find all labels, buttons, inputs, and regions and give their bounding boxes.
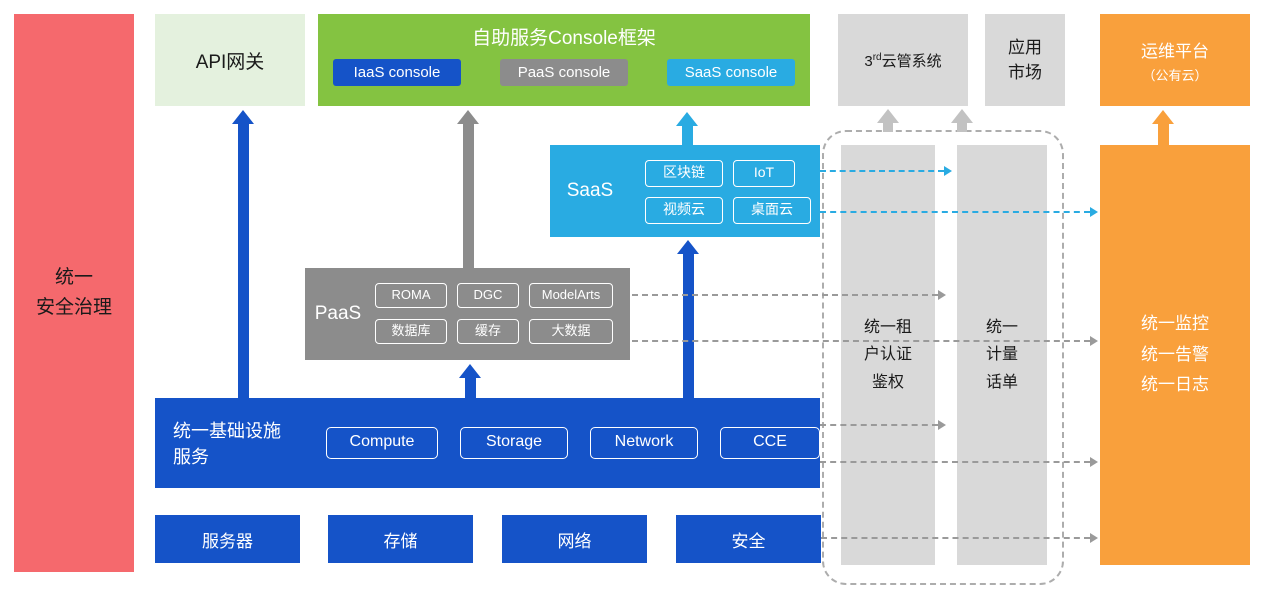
auth-bar-label: 统一租 户认证 鉴权 xyxy=(863,319,912,391)
dash-hw-to-monitor xyxy=(821,537,1090,539)
saas-label: SaaS xyxy=(566,180,614,201)
arrow-saas-to-console-shaft xyxy=(682,125,693,145)
console-framework-box: 自助服务Console框架 IaaS console PaaS console … xyxy=(318,14,810,106)
security-governance-bar: 统一 安全治理 xyxy=(14,14,134,572)
monitor-box: 统一监控 统一告警 统一日志 xyxy=(1100,145,1250,565)
console-items-row: IaaS console PaaS console SaaS console xyxy=(318,59,810,86)
arrow-monitor-to-om-head xyxy=(1152,110,1174,124)
api-gateway-label: API网关 xyxy=(195,51,265,73)
paas-chip-bigdata: 大数据 xyxy=(529,319,613,344)
saas-box: SaaS 区块链 IoT 视频云 桌面云 xyxy=(550,145,820,237)
saas-chip-video-cloud: 视频云 xyxy=(645,197,723,224)
infrastructure-box: 统一基础设施服务 Compute Storage Network CCE xyxy=(155,398,820,488)
metering-bar-label: 统一 计量 话单 xyxy=(985,319,1018,391)
saas-chip-desktop-cloud: 桌面云 xyxy=(733,197,811,224)
paas-chip-database: 数据库 xyxy=(375,319,447,344)
dash-paas-to-monitor-arrow xyxy=(1090,336,1098,346)
arrow-infra-to-api-shaft xyxy=(238,123,249,398)
hw-storage-box: 存储 xyxy=(328,515,473,563)
paas-box: PaaS ROMA DGC ModelArts 数据库 缓存 大数据 xyxy=(305,268,630,360)
hw-network-box: 网络 xyxy=(502,515,647,563)
dash-infra-to-monitor-arrow xyxy=(1090,457,1098,467)
dash-saas-to-monitor xyxy=(820,211,1090,213)
om-platform-box: 运维平台 （公有云） xyxy=(1100,14,1250,106)
security-governance-label: 统一 安全治理 xyxy=(35,266,112,318)
infra-chip-cce: CCE xyxy=(720,427,820,459)
dash-paas-to-metering-arrow xyxy=(938,290,946,300)
arrow-paas-to-console-head xyxy=(457,110,479,124)
arrow-infra-to-saas-shaft xyxy=(683,253,694,398)
hw-server-box: 服务器 xyxy=(155,515,300,563)
third-party-rest: 云管系统 xyxy=(881,52,942,70)
dash-infra-to-metering xyxy=(820,424,938,426)
tenant-services-frame xyxy=(822,130,1064,585)
dash-infra-to-metering-arrow xyxy=(938,420,946,430)
dash-paas-to-monitor xyxy=(632,340,1090,342)
om-platform-title: 运维平台 xyxy=(1141,41,1209,61)
arrow-metering-to-3rd-head xyxy=(951,109,973,123)
paas-label: PaaS xyxy=(314,303,362,324)
monitor-label: 统一监控 统一告警 统一日志 xyxy=(1141,314,1209,395)
infra-chip-network: Network xyxy=(590,427,698,459)
dash-hw-to-monitor-arrow xyxy=(1090,533,1098,543)
arrow-paas-to-console-shaft xyxy=(463,123,474,268)
saas-label-wrap: SaaS xyxy=(550,145,630,237)
third-party-prefix: 3 xyxy=(864,52,873,70)
arrow-infra-to-paas-head xyxy=(459,364,481,378)
app-market-box: 应用 市场 xyxy=(985,14,1065,106)
metering-bar: 统一 计量 话单 xyxy=(957,145,1047,565)
iaas-console-item: IaaS console xyxy=(333,59,461,86)
saas-console-item: SaaS console xyxy=(667,59,795,86)
paas-label-wrap: PaaS xyxy=(305,268,371,360)
saas-chip-blockchain: 区块链 xyxy=(645,160,723,187)
third-party-sup: rd xyxy=(872,51,882,63)
auth-bar: 统一租 户认证 鉴权 xyxy=(841,145,935,565)
infrastructure-chips: Compute Storage Network CCE xyxy=(326,427,820,459)
dash-infra-to-monitor xyxy=(820,461,1090,463)
arrow-infra-to-api-head xyxy=(232,110,254,124)
arrow-auth-to-3rd-head xyxy=(877,109,899,123)
paas-chip-cache: 缓存 xyxy=(457,319,519,344)
infra-chip-storage: Storage xyxy=(460,427,568,459)
arrow-infra-to-paas-shaft xyxy=(465,377,476,398)
arrow-saas-to-console-head xyxy=(676,112,698,126)
api-gateway-box: API网关 xyxy=(155,14,305,106)
paas-chip-roma: ROMA xyxy=(375,283,447,308)
app-market-label: 应用 市场 xyxy=(1008,37,1042,83)
paas-console-item: PaaS console xyxy=(500,59,628,86)
om-platform-subtitle: （公有云） xyxy=(1142,67,1208,83)
dash-saas-to-metering-arrow xyxy=(944,166,952,176)
arrow-auth-to-3rd-shaft xyxy=(883,122,893,132)
infra-chip-compute: Compute xyxy=(326,427,438,459)
hw-security-box: 安全 xyxy=(676,515,821,563)
saas-chip-iot: IoT xyxy=(733,160,795,187)
dash-saas-to-monitor-arrow xyxy=(1090,207,1098,217)
paas-chip-modelarts: ModelArts xyxy=(529,283,613,308)
paas-chip-dgc: DGC xyxy=(457,283,519,308)
infrastructure-label: 统一基础设施服务 xyxy=(173,421,281,467)
arrow-monitor-to-om-shaft xyxy=(1158,123,1169,145)
third-party-cloud-box: 3rd云管系统 xyxy=(838,14,968,106)
console-framework-title: 自助服务Console框架 xyxy=(472,28,656,49)
dash-paas-to-metering xyxy=(632,294,938,296)
arrow-metering-to-3rd-shaft xyxy=(957,122,967,132)
dash-saas-to-metering xyxy=(820,170,944,172)
third-party-cloud-label: 3rd云管系统 xyxy=(864,50,941,71)
arrow-infra-to-saas-head xyxy=(677,240,699,254)
